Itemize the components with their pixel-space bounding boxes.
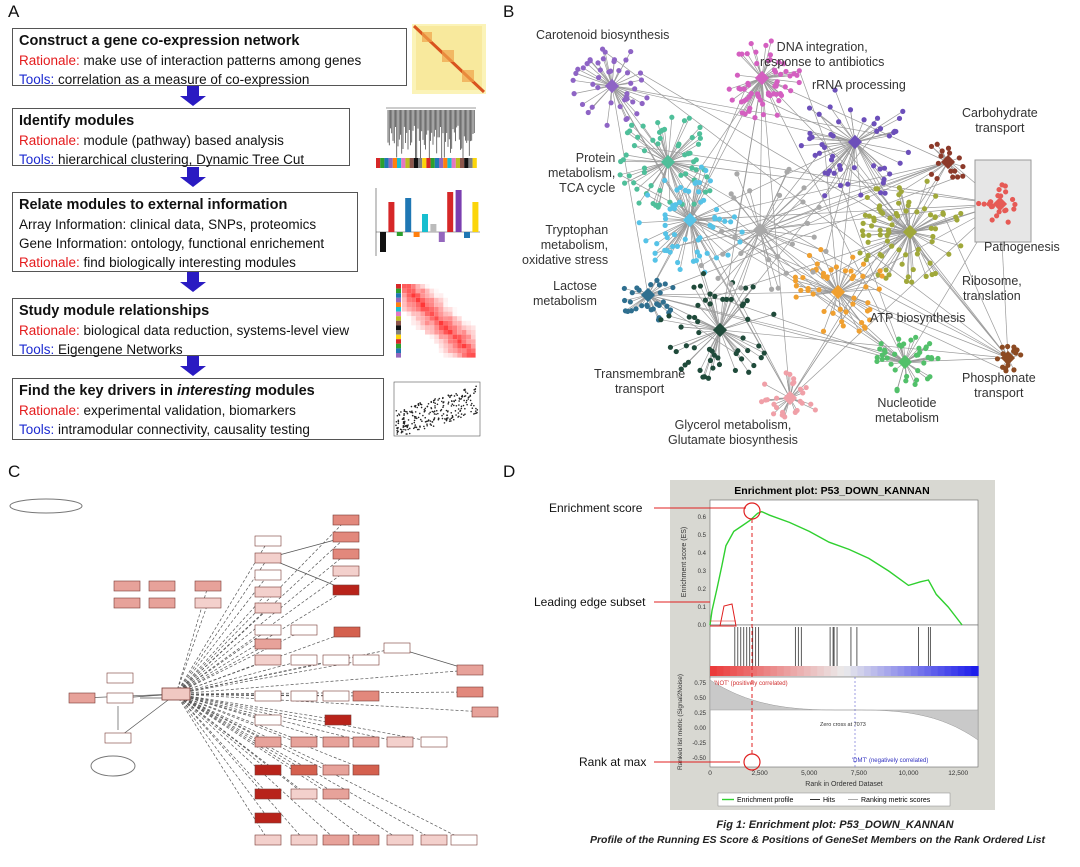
es-y-tick: 0.5 bbox=[698, 533, 707, 539]
step-line: Rationale: module (pathway) based analys… bbox=[19, 133, 284, 148]
gsea-enrichment-plot: 0.0 0.1 0.2 0.3 0.4 0.5 0.6 0.75 0.50 0.25 0.00 -0.… bbox=[670, 480, 995, 810]
dendrogram-thumbnail bbox=[376, 107, 477, 168]
metric-y-tick: -0.25 bbox=[692, 741, 706, 747]
coexpression-network bbox=[570, 38, 1032, 420]
callout-rank-at-max: Rank at max bbox=[579, 755, 647, 769]
enrichment-plot-title: Enrichment plot: P53_DOWN_KANNAN bbox=[734, 485, 929, 497]
module-label: Glycerol metabolism,Glutamate biosynthes… bbox=[668, 418, 798, 447]
step-title: Identify modules bbox=[19, 113, 135, 129]
panel-c-letter: C bbox=[8, 462, 21, 481]
es-peak-circle bbox=[743, 502, 761, 520]
step-title: Relate modules to external information bbox=[19, 197, 288, 213]
step-line: Rationale: biological data reduction, sy… bbox=[19, 323, 350, 338]
flow-arrow-1 bbox=[180, 86, 206, 106]
flow-arrow-4 bbox=[180, 356, 206, 376]
callout-enrichment-score: Enrichment score bbox=[549, 501, 643, 515]
module-label: Pathogenesis bbox=[984, 240, 1060, 254]
panel-a-letter: A bbox=[8, 2, 20, 21]
metric-y-tick: 0.75 bbox=[694, 681, 706, 687]
es-y-tick: 0.3 bbox=[698, 569, 707, 575]
x-tick: 7,500 bbox=[851, 770, 868, 777]
signaling-pathway-ellipse bbox=[9, 498, 83, 514]
module-label: ATP biosynthesis bbox=[870, 311, 966, 325]
step-title: Study module relationships bbox=[19, 303, 210, 319]
positive-correlation-label: 'NOT' (positively correlated) bbox=[714, 681, 788, 687]
rank-max-circle bbox=[743, 753, 761, 771]
x-tick: 5,000 bbox=[801, 770, 818, 777]
correlation-matrix-thumbnail bbox=[412, 24, 486, 94]
cell-cycle-ellipse bbox=[90, 755, 136, 777]
module-label: Carotenoid biosynthesis bbox=[536, 28, 670, 42]
module-label: rRNA processing bbox=[812, 78, 906, 92]
x-tick: 10,000 bbox=[899, 770, 919, 777]
es-axis-label: Enrichment score (ES) bbox=[681, 527, 688, 597]
step-line: Tools: correlation as a measure of co-ex… bbox=[19, 72, 310, 87]
pathway-diagram bbox=[9, 498, 499, 846]
eigengene-heatmap-thumbnail bbox=[396, 284, 476, 358]
module-label: Ribosome,translation bbox=[962, 274, 1022, 303]
step-line: Tools: hierarchical clustering, Dynamic … bbox=[19, 152, 305, 167]
es-curve bbox=[709, 510, 963, 626]
es-y-tick: 0.4 bbox=[698, 551, 707, 557]
x-tick: 0 bbox=[708, 770, 712, 777]
step-line: Rationale: find biologically interesting… bbox=[19, 255, 296, 270]
step-line: Rationale: experimental validation, biom… bbox=[19, 403, 296, 418]
legend-enrichment-profile: Enrichment profile bbox=[737, 797, 794, 804]
step-line: Gene Information: ontology, functional e… bbox=[19, 236, 325, 251]
step-line: Rationale: make use of interaction patte… bbox=[19, 53, 362, 68]
flow-arrow-2 bbox=[180, 167, 206, 187]
es-y-tick: 0.0 bbox=[698, 623, 707, 629]
leading-edge-outline bbox=[710, 603, 737, 627]
step-line: Tools: Eigengene Networks bbox=[19, 342, 183, 357]
metric-y-tick: 0.25 bbox=[694, 711, 706, 717]
zero-cross-label: Zero cross at 7073 bbox=[820, 722, 866, 728]
callout-leading-edge: Leading edge subset bbox=[534, 595, 646, 609]
es-y-tick: 0.6 bbox=[698, 515, 707, 521]
step-title: Construct a gene co-expression network bbox=[19, 33, 300, 49]
scatterplot-thumbnail bbox=[393, 381, 481, 437]
module-label: DNA integration,response to antibiotics bbox=[760, 40, 885, 69]
x-axis-label: Rank in Ordered Dataset bbox=[805, 781, 882, 788]
legend-ranking-metric: Ranking metric scores bbox=[861, 797, 931, 804]
figure-caption-title: Fig 1: Enrichment plot: P53_DOWN_KANNAN bbox=[716, 819, 954, 831]
legend: Enrichment profile Hits Ranking metric s… bbox=[717, 792, 951, 807]
step-title: Find the key drivers in interesting modu… bbox=[19, 383, 315, 399]
ranking-metric-fill bbox=[709, 679, 979, 741]
x-tick: 12,500 bbox=[948, 770, 968, 777]
metric-area bbox=[709, 676, 979, 768]
es-plot-area bbox=[709, 499, 979, 626]
step-line: Tools: intramodular connectivity, causal… bbox=[19, 422, 310, 437]
callout-overlay bbox=[654, 502, 761, 771]
negative-correlation-label: 'DMT' (negatively correlated) bbox=[852, 758, 928, 764]
panel-b-letter: B bbox=[503, 2, 515, 21]
step-box-5: Find the key drivers in interesting modu… bbox=[12, 378, 384, 440]
panel-d-letter: D bbox=[503, 462, 516, 481]
flow-arrow-3 bbox=[180, 272, 206, 292]
step-line: Array Information: clinical data, SNPs, … bbox=[19, 217, 317, 232]
es-y-tick: 0.1 bbox=[698, 605, 707, 611]
es-y-tick: 0.2 bbox=[698, 587, 707, 593]
x-tick: 2,500 bbox=[751, 770, 768, 777]
figure-caption-subtitle: Profile of the Running ES Score & Positi… bbox=[589, 834, 1046, 846]
metric-axis-label: Ranked list metric (Signal2Noise) bbox=[677, 674, 684, 770]
metric-y-tick: 0.50 bbox=[694, 696, 706, 702]
metric-y-tick: -0.50 bbox=[692, 756, 706, 762]
legend-hits: Hits bbox=[823, 797, 836, 804]
module-significance-barplot-thumbnail bbox=[375, 188, 480, 256]
metric-y-tick: 0.00 bbox=[694, 726, 706, 732]
